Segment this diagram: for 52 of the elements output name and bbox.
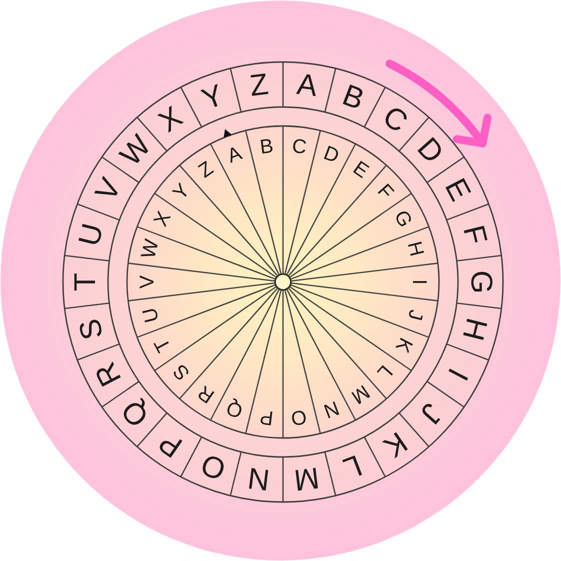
inner-letter: F <box>373 180 396 204</box>
outer-letter: I <box>442 362 473 384</box>
inner-letter: V <box>137 275 158 289</box>
inner-letter: S <box>169 360 194 384</box>
outer-letter: Y <box>198 80 228 116</box>
outer-letter: Z <box>248 70 270 102</box>
outer-letter: O <box>197 448 230 484</box>
outer-letter: J <box>414 397 447 428</box>
inner-letter: Y <box>169 180 194 204</box>
outer-letter: A <box>295 70 318 103</box>
inner-letter: O <box>290 406 308 428</box>
outer-letter: X <box>154 102 188 138</box>
outer-letter: L <box>340 449 366 484</box>
inner-letter: Z <box>195 158 217 182</box>
inner-letter: X <box>150 208 175 230</box>
outer-letter: R <box>90 356 127 390</box>
outer-letter: E <box>440 174 476 206</box>
outer-letter: V <box>90 174 126 206</box>
outer-letter: M <box>292 461 321 494</box>
outer-letter: C <box>377 101 412 138</box>
inner-letter: K <box>392 334 416 356</box>
inner-letter: M <box>348 380 373 407</box>
outer-letter: T <box>71 272 102 292</box>
inner-letter: B <box>258 136 275 158</box>
outer-letter: G <box>465 270 496 294</box>
outer-letter: H <box>456 315 492 344</box>
inner-letter: Q <box>224 397 246 422</box>
inner-letter: P <box>258 406 275 428</box>
outer-letter: N <box>246 461 272 494</box>
inner-letter: D <box>321 142 342 167</box>
outer-letter: D <box>412 133 449 170</box>
inner-letter: N <box>321 397 342 422</box>
inner-letter: J <box>404 307 426 322</box>
inner-letter: H <box>404 240 427 259</box>
outer-letter: B <box>338 80 368 116</box>
inner-letter: U <box>140 305 163 324</box>
inner-letter: I <box>408 279 429 285</box>
inner-letter: C <box>291 136 308 158</box>
outer-letter: W <box>115 130 156 172</box>
outer-letter: U <box>74 220 109 249</box>
inner-letter: E <box>349 158 372 182</box>
inner-letter: G <box>390 207 416 230</box>
outer-letter: S <box>74 316 109 342</box>
inner-letter: R <box>194 382 218 406</box>
outer-letter: F <box>458 222 492 248</box>
outer-letter: K <box>378 426 412 462</box>
inner-letter: T <box>150 335 174 356</box>
inner-letter: A <box>225 143 245 167</box>
outer-letter: Q <box>116 394 155 432</box>
inner-letter: W <box>138 238 163 261</box>
outer-letter: P <box>154 426 188 462</box>
inner-letter: L <box>374 361 396 383</box>
